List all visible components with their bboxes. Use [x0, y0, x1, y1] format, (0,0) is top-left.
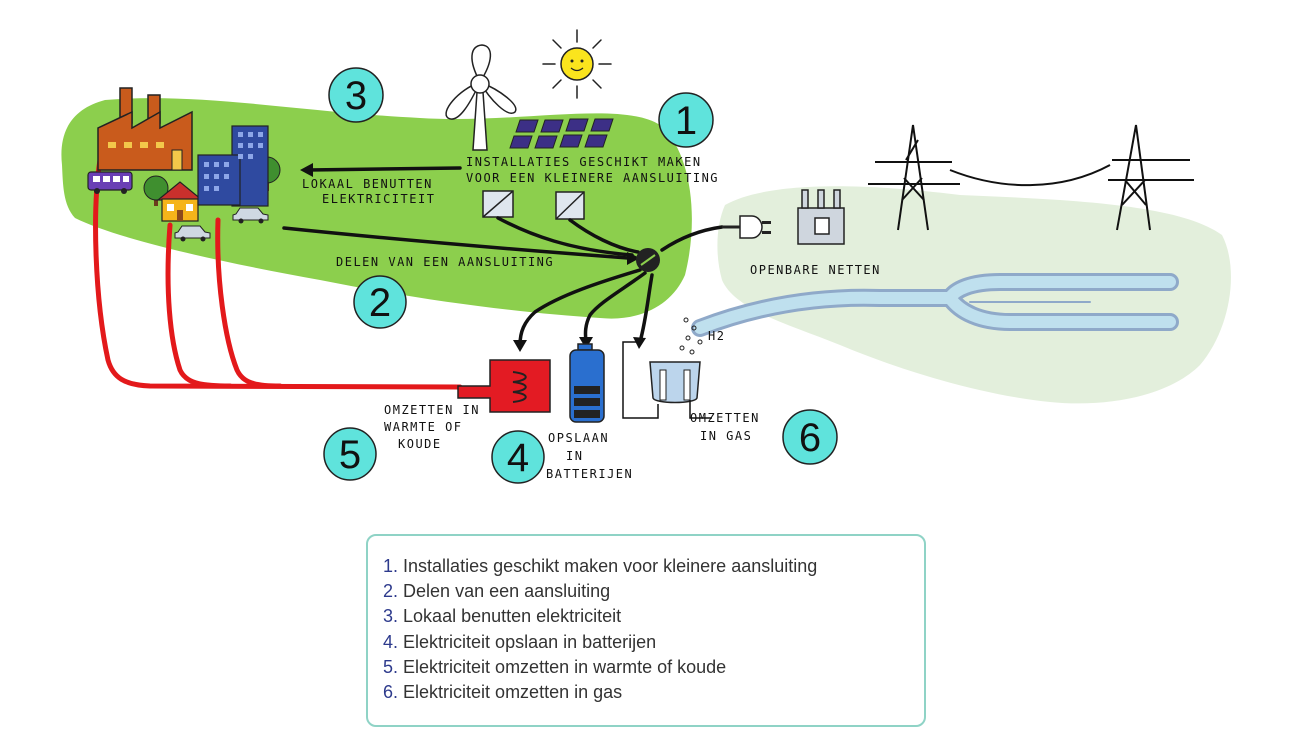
local-green-area: [61, 98, 692, 319]
label-openbare-netten: OPENBARE NETTEN: [750, 263, 881, 277]
label-opslaan-1: OPSLAAN: [548, 431, 609, 445]
heat-pump-icon: [457, 359, 551, 413]
legend-number: 2.: [383, 581, 399, 602]
svg-text:1: 1: [675, 99, 697, 143]
legend-item: 6. Elektriciteit omzetten in gas: [383, 680, 924, 705]
connection-lines: [282, 166, 724, 347]
label-delen: DELEN VAN EEN AANSLUITING: [336, 255, 554, 269]
bus-icon: [87, 171, 133, 194]
number-circle-2: 2: [353, 275, 407, 329]
connection-hub-icon: [636, 248, 660, 272]
legend-item: 3. Lokaal benutten elektriciteit: [383, 604, 924, 629]
number-circle-5: 5: [323, 427, 377, 481]
svg-text:6: 6: [799, 416, 821, 460]
number-circle-3: 3: [328, 67, 384, 123]
legend-text: Installaties geschikt maken voor kleiner…: [403, 556, 818, 576]
legend-text: Elektriciteit omzetten in warmte of koud…: [403, 656, 727, 677]
label-lokaal-2: ELEKTRICITEIT: [322, 192, 435, 206]
label-gas-1: OMZETTEN: [690, 411, 760, 425]
label-warmte-1: OMZETTEN IN: [384, 403, 480, 417]
energy-diagram: 1 2 3 4 5 6 INSTALLATIES GESCHIKT MAKEN …: [61, 29, 1231, 484]
plug-icon: [722, 215, 771, 239]
power-pylon-icon: [868, 124, 1194, 231]
legend-number: 4.: [383, 631, 399, 652]
legend-text: Delen van een aansluiting: [403, 581, 611, 602]
legend-item: 5. Elektriciteit omzetten in warmte of k…: [383, 655, 924, 680]
legend-list: 1. Installaties geschikt maken voor klei…: [383, 554, 924, 705]
legend-text: Elektriciteit opslaan in batterijen: [403, 631, 657, 652]
number-circle-6: 6: [782, 409, 838, 465]
arrow-heads: [300, 163, 646, 352]
legend-item: 1. Installaties geschikt maken voor klei…: [383, 554, 924, 579]
legend-number: 3.: [383, 606, 399, 627]
legend-item: 2. Delen van een aansluiting: [383, 579, 924, 604]
solar-panel-icon: [509, 118, 614, 149]
car-icon: [174, 207, 269, 242]
heat-cables: [93, 157, 463, 390]
house-icon: [156, 181, 204, 222]
label-warmte-2: WARMTE OF: [384, 420, 463, 434]
legend-text: Elektriciteit omzetten in gas: [403, 682, 623, 703]
svg-text:3: 3: [345, 74, 367, 118]
factory-icon: [97, 87, 193, 171]
legend-item: 4. Elektriciteit opslaan in batterijen: [383, 630, 924, 655]
number-circle-1: 1: [658, 92, 714, 148]
label-opslaan-3: BATTERIJEN: [546, 467, 633, 481]
label-gas-2: IN GAS: [700, 429, 752, 443]
office-building-icon: [197, 125, 269, 207]
legend-box: 1. Installaties geschikt maken voor klei…: [366, 534, 926, 727]
svg-text:5: 5: [339, 433, 361, 477]
svg-text:4: 4: [507, 436, 529, 480]
label-installaties-2: VOOR EEN KLEINERE AANSLUITING: [466, 171, 719, 185]
gas-pipeline-icon: [691, 273, 1179, 337]
public-grid-area: [717, 186, 1231, 404]
legend-number: 1.: [383, 556, 399, 576]
number-circle-4: 4: [491, 430, 545, 484]
legend-text: Lokaal benutten elektriciteit: [403, 606, 622, 627]
label-installaties-1: INSTALLATIES GESCHIKT MAKEN: [466, 155, 702, 169]
inverter-icon: [482, 190, 585, 220]
legend-number: 5.: [383, 656, 399, 677]
label-opslaan-2: IN: [566, 449, 583, 463]
transformer-icon: [797, 189, 845, 245]
battery-icon: [569, 343, 605, 423]
sun-icon: [542, 29, 612, 99]
svg-text:2: 2: [369, 281, 391, 325]
label-h2: H2: [708, 329, 725, 343]
legend-number: 6.: [383, 682, 399, 703]
label-lokaal-1: LOKAAL BENUTTEN: [302, 177, 433, 191]
electrolyser-icon: [622, 317, 712, 419]
label-warmte-3: KOUDE: [398, 437, 442, 451]
wind-turbine-icon: [445, 44, 517, 151]
